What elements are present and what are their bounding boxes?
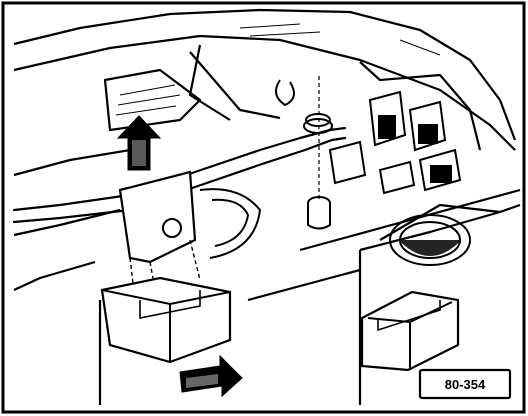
lower-housing bbox=[98, 188, 521, 405]
mounting-post bbox=[307, 76, 331, 230]
square-connector bbox=[360, 290, 460, 372]
reference-label: 80-354 bbox=[445, 377, 486, 392]
vent-slots bbox=[328, 90, 462, 195]
curved-bar bbox=[199, 188, 262, 259]
round-socket bbox=[389, 214, 471, 266]
housing-outline bbox=[13, 8, 517, 291]
reference-label-box: 80-354 bbox=[418, 368, 512, 400]
right-arrow-icon bbox=[179, 354, 243, 398]
terminal-block bbox=[100, 276, 232, 364]
up-arrow-icon bbox=[116, 115, 162, 171]
vent-shadows bbox=[378, 115, 452, 183]
surface-hatching bbox=[115, 23, 441, 116]
coil-spring bbox=[275, 79, 333, 134]
